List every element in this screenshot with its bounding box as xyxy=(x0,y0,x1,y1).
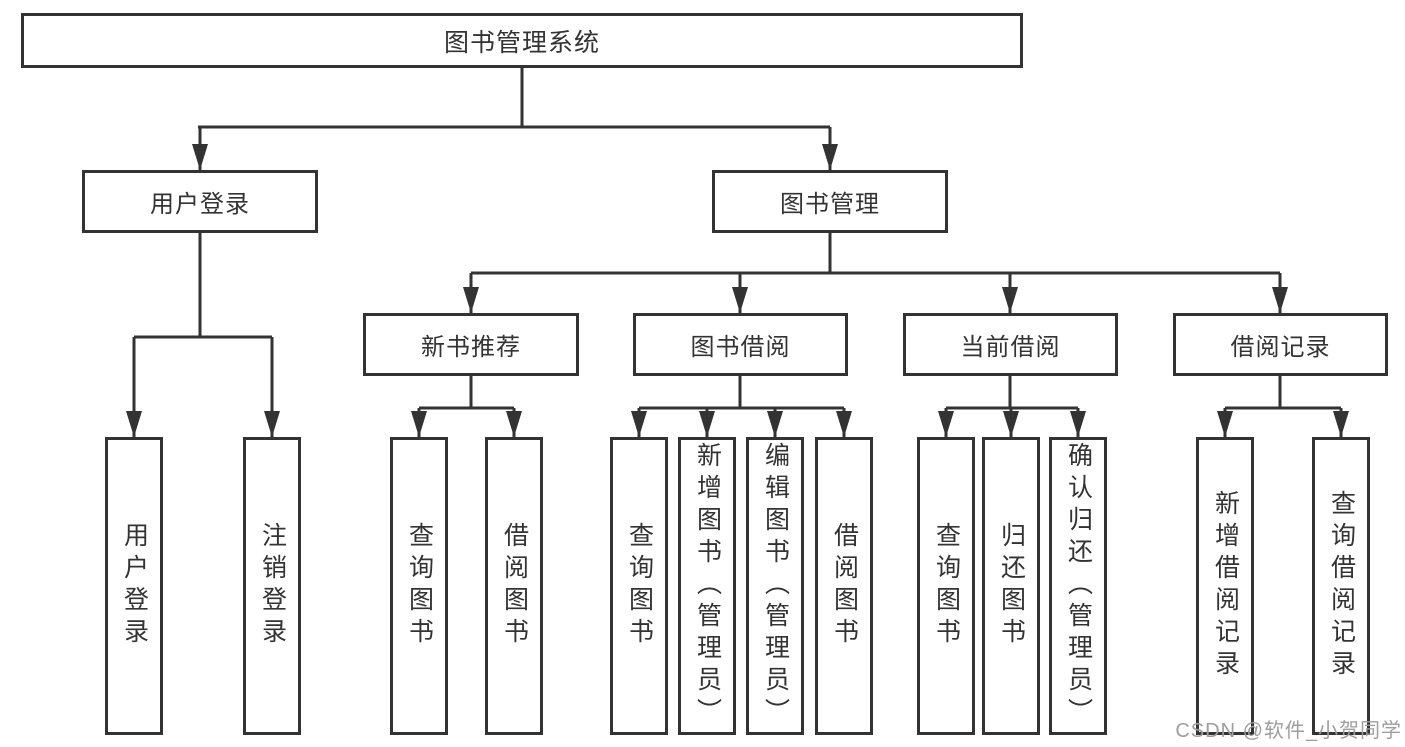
leaf-borrow-books-1: 借阅图书 xyxy=(485,437,543,735)
leaf-query-books-1: 查询图书 xyxy=(390,437,448,735)
leaf-logout: 注销登录 xyxy=(243,437,301,735)
node-label: 当前借阅 xyxy=(960,334,1061,361)
node-book-management: 图书管理 xyxy=(712,170,948,233)
node-label: 图书借阅 xyxy=(690,334,791,361)
node-label: 归还图书 xyxy=(997,522,1026,650)
node-label: 新书推荐 xyxy=(421,334,521,361)
node-label: 借阅图书 xyxy=(830,522,859,650)
node-label: 借阅记录 xyxy=(1230,334,1331,361)
leaf-confirm-return-admin: 确认归还（管理员） xyxy=(1049,437,1107,735)
node-label: 用户登录 xyxy=(120,522,149,650)
node-label: 确认归还（管理员） xyxy=(1064,442,1093,730)
node-label: 图书管理系统 xyxy=(443,28,600,57)
node-borrow-records: 借阅记录 xyxy=(1173,313,1388,376)
node-label: 借阅图书 xyxy=(500,522,529,650)
leaf-return-books: 归还图书 xyxy=(982,437,1040,735)
node-user-login: 用户登录 xyxy=(82,170,318,233)
node-label: 新增借阅记录 xyxy=(1211,490,1240,682)
node-label: 用户登录 xyxy=(150,191,250,218)
node-label: 查询图书 xyxy=(405,522,434,650)
leaf-query-books-3: 查询图书 xyxy=(917,437,975,735)
leaf-query-books-2: 查询图书 xyxy=(610,437,668,735)
leaf-add-books-admin: 新增图书（管理员） xyxy=(678,437,736,735)
leaf-query-borrow-record: 查询借阅记录 xyxy=(1312,437,1370,735)
node-label: 查询图书 xyxy=(932,522,961,650)
csdn-watermark: CSDN @软件_小贺同学 xyxy=(1175,720,1402,742)
leaf-edit-books-admin: 编辑图书（管理员） xyxy=(746,437,804,735)
leaf-user-login: 用户登录 xyxy=(105,437,163,735)
node-label: 图书管理 xyxy=(780,191,880,218)
node-current-borrow: 当前借阅 xyxy=(903,313,1118,376)
leaf-borrow-books-2: 借阅图书 xyxy=(815,437,873,735)
node-label: 新增图书（管理员） xyxy=(693,442,722,730)
leaf-add-borrow-record: 新增借阅记录 xyxy=(1196,437,1254,735)
node-root-system: 图书管理系统 xyxy=(21,13,1023,68)
node-label: 查询借阅记录 xyxy=(1327,490,1356,682)
node-book-borrow: 图书借阅 xyxy=(633,313,848,376)
node-label: 查询图书 xyxy=(625,522,654,650)
node-label: 注销登录 xyxy=(258,522,287,650)
node-new-book-recommend: 新书推荐 xyxy=(363,313,579,376)
node-label: 编辑图书（管理员） xyxy=(761,442,790,730)
